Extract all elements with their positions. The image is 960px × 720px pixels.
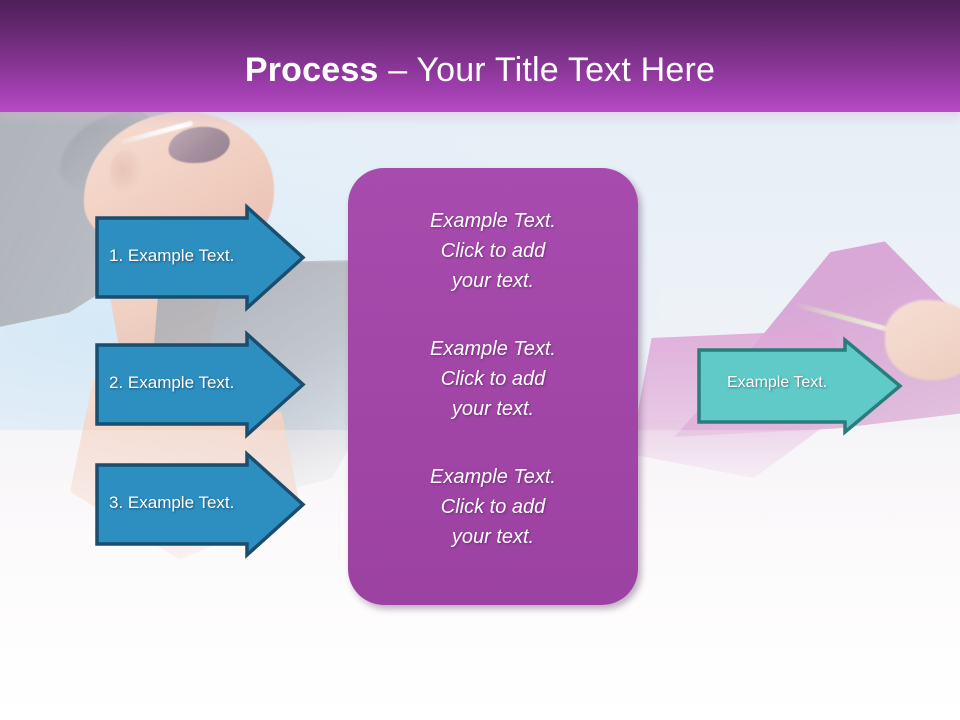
page-title-rest: – Your Title Text Here — [378, 51, 716, 89]
page-title: Process – Your Title Text Here — [0, 50, 960, 90]
arrow-right-icon — [95, 203, 306, 312]
panel-text-block-2: Example Text. Click to add your text. — [430, 338, 556, 420]
page-title-strong: Process — [244, 51, 379, 89]
content-panel[interactable]: Example Text. Click to add your text. Ex… — [348, 168, 638, 605]
result-arrow[interactable]: Example Text. — [697, 336, 903, 436]
background-ear — [110, 150, 142, 195]
step-arrow-1[interactable]: 1. Example Text. — [95, 203, 306, 312]
step-arrow-2[interactable]: 2. Example Text. — [95, 330, 306, 439]
panel-spacer — [374, 296, 612, 334]
arrow-right-icon — [697, 336, 903, 436]
title-banner: Process – Your Title Text Here — [0, 0, 960, 112]
arrow-right-icon — [95, 450, 306, 559]
panel-spacer — [374, 424, 612, 462]
background-ankle — [885, 300, 960, 380]
arrow-right-icon — [95, 330, 306, 439]
panel-text-block-3: Example Text. Click to add your text. — [430, 466, 556, 548]
step-arrow-3[interactable]: 3. Example Text. — [95, 450, 306, 559]
panel-text-block-1: Example Text. Click to add your text. — [430, 210, 556, 292]
